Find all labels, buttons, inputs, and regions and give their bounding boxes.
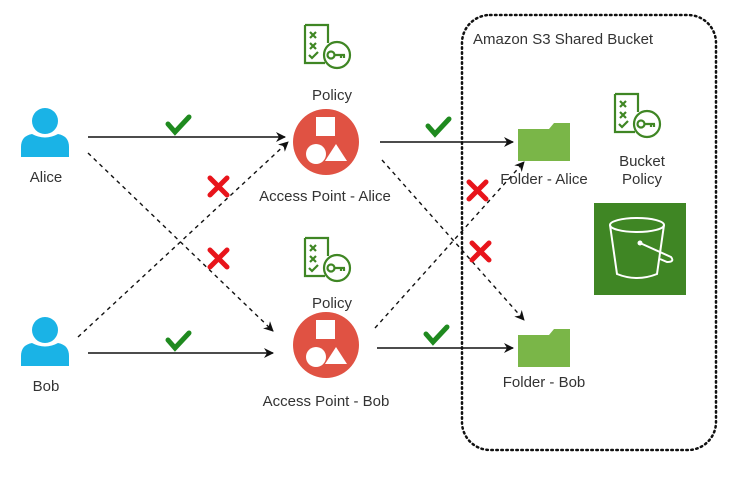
allowed-check-icon (425, 116, 452, 138)
status-marks (165, 114, 492, 352)
user-bob-icon (21, 317, 69, 366)
allowed-check-icon (165, 114, 192, 136)
denied-x-icon (466, 179, 489, 202)
user-alice-icon (21, 108, 69, 157)
connection-bob-to-ap-alice (77, 141, 289, 338)
folder-bob-icon[interactable] (518, 329, 570, 367)
access-point-bob-icon[interactable] (293, 312, 359, 378)
connection-ap-bob-to-folder-alice (374, 161, 525, 329)
s3-bucket-icon (594, 203, 686, 295)
bucket-policy-label-line2: Policy (621, 171, 663, 188)
folder-alice-icon[interactable] (518, 123, 570, 161)
bucket-policy-label-line1: Bucket (619, 153, 665, 170)
bucket-policy-icon (613, 92, 662, 139)
bucket-container-border (460, 13, 718, 452)
allowed-check-icon (423, 324, 450, 346)
user-bob-label: Bob (32, 378, 60, 395)
allowed-check-icon (165, 330, 192, 352)
policy-bob-label: Policy (311, 295, 353, 312)
bucket-policy-label: Bucket Policy (619, 153, 665, 189)
policy-bob-icon (303, 236, 352, 283)
policy-alice-icon (303, 23, 352, 70)
connections (77, 132, 525, 358)
access-point-bob-label: Access Point - Bob (262, 393, 390, 410)
connection-ap-alice-to-folder-bob (381, 159, 525, 321)
folder-alice-label: Folder - Alice (500, 171, 588, 188)
denied-x-icon (469, 240, 492, 263)
denied-x-icon (207, 247, 230, 270)
user-alice-label: Alice (29, 169, 63, 186)
bucket-container-title: Amazon S3 Shared Bucket (473, 31, 654, 48)
denied-x-icon (207, 175, 230, 198)
folder-bob-label: Folder - Bob (502, 374, 586, 391)
access-point-alice-label: Access Point - Alice (259, 188, 391, 205)
access-point-alice-icon[interactable] (293, 109, 359, 175)
policy-alice-label: Policy (311, 87, 353, 104)
